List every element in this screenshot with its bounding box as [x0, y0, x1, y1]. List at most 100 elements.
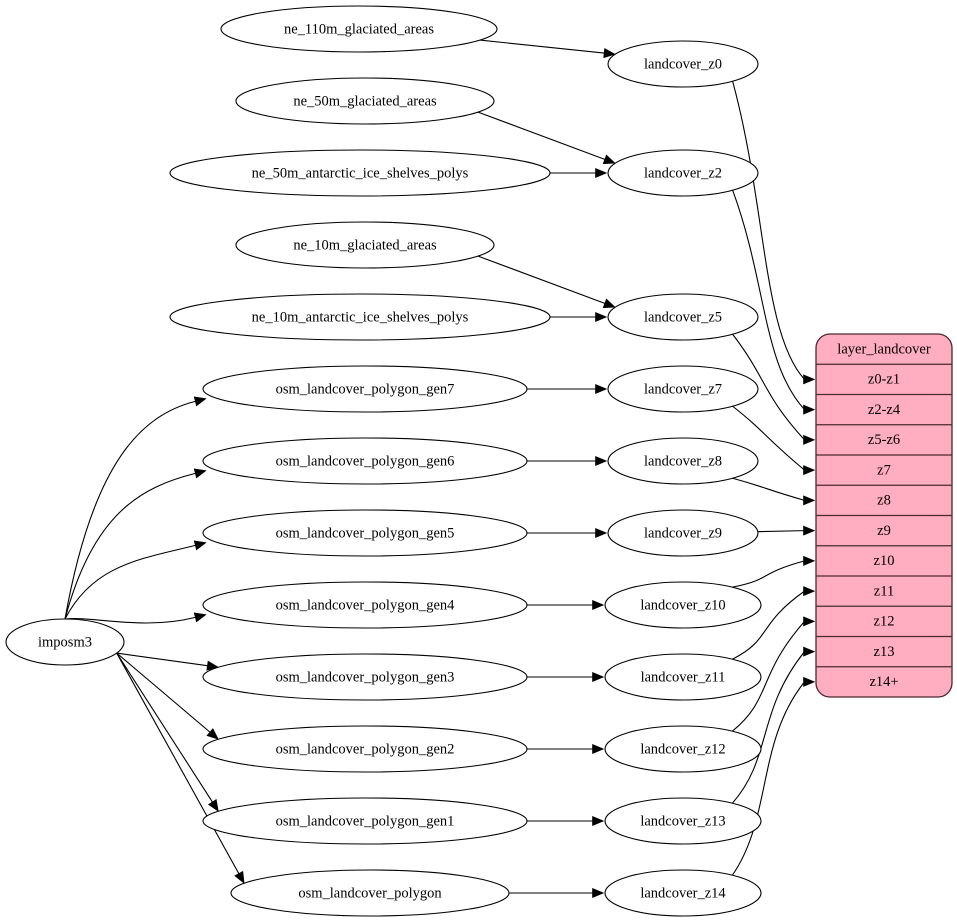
node-osm_landcover_polygon_gen2[interactable]: osm_landcover_polygon_gen2 — [202, 725, 528, 773]
edge-line — [64, 400, 196, 620]
node-landcover_z10[interactable]: landcover_z10 — [604, 581, 762, 629]
node-landcover_z14[interactable]: landcover_z14 — [604, 869, 762, 917]
node-ellipse-shape — [202, 725, 528, 773]
edge-arrowhead — [803, 616, 816, 627]
layer-table-row-z0-z1[interactable]: z0-z1 — [868, 372, 900, 388]
edge-line — [757, 530, 805, 533]
node-ellipse-shape — [604, 581, 762, 629]
node-ellipse-shape — [202, 653, 528, 701]
node-imposm3[interactable]: imposm3 — [5, 618, 125, 666]
layer-table-row-z5-z6[interactable]: z5-z6 — [868, 432, 900, 448]
node-ellipse-shape — [604, 725, 762, 773]
edge — [477, 111, 616, 165]
edge-line — [64, 616, 196, 624]
edge-line — [732, 477, 805, 501]
edge — [731, 646, 816, 804]
edge-arrowhead — [234, 870, 245, 884]
node-label-landcover_z13: landcover_z13 — [640, 813, 725, 829]
node-osm_landcover_polygon_gen3[interactable]: osm_landcover_polygon_gen3 — [202, 653, 528, 701]
edge-arrowhead — [603, 48, 616, 59]
node-ellipse-shape — [607, 365, 759, 413]
node-osm_landcover_polygon_gen6[interactable]: osm_landcover_polygon_gen6 — [202, 437, 528, 485]
nodes-layer: imposm3 ne_110m_glaciated_areas ne_50m_gla… — [5, 5, 762, 917]
node-label-landcover_z14: landcover_z14 — [640, 885, 726, 901]
edge — [509, 887, 605, 899]
node-ne_10m_glaciated_areas[interactable]: ne_10m_glaciated_areas — [235, 221, 495, 269]
node-label-imposm3: imposm3 — [38, 634, 92, 650]
edge-arrowhead — [803, 465, 816, 476]
edge-line — [732, 405, 805, 471]
edge — [116, 652, 219, 812]
edge-arrowhead — [592, 671, 605, 683]
node-ellipse-shape — [607, 149, 759, 197]
node-ellipse-shape — [235, 77, 495, 125]
node-ne_50m_glaciated_areas[interactable]: ne_50m_glaciated_areas — [235, 77, 495, 125]
node-osm_landcover_polygon_gen7[interactable]: osm_landcover_polygon_gen7 — [202, 365, 528, 413]
node-landcover_z7[interactable]: landcover_z7 — [607, 365, 759, 413]
edge-arrowhead — [595, 455, 608, 467]
node-ellipse-shape — [230, 869, 510, 917]
edge — [64, 540, 207, 620]
node-label-landcover_z10: landcover_z10 — [640, 597, 725, 613]
node-landcover_z5[interactable]: landcover_z5 — [607, 293, 759, 341]
node-landcover_z8[interactable]: landcover_z8 — [607, 437, 759, 485]
node-ellipse-shape — [169, 293, 551, 341]
edge — [527, 527, 608, 539]
edge-arrowhead — [592, 599, 605, 611]
edge — [477, 255, 616, 309]
edge-arrowhead — [595, 383, 608, 395]
node-ne_50m_antarctic_ice_shelves_polys[interactable]: ne_50m_antarctic_ice_shelves_polys — [169, 149, 551, 197]
edge — [479, 39, 616, 59]
node-landcover_z11[interactable]: landcover_z11 — [604, 653, 762, 701]
layer-table-row-z10[interactable]: z10 — [874, 553, 895, 569]
layer-table-row-z2-z4[interactable]: z2-z4 — [868, 402, 901, 418]
edge-arrowhead — [207, 799, 219, 812]
layer-table-row-z14+[interactable]: z14+ — [869, 674, 898, 690]
layer-table-row-z8[interactable]: z8 — [877, 493, 891, 509]
edge-line — [64, 544, 196, 620]
edge — [527, 671, 605, 683]
edges-layer — [64, 39, 816, 899]
node-label-ne_50m_glaciated_areas: ne_50m_glaciated_areas — [293, 93, 437, 109]
node-ne_110m_glaciated_areas[interactable]: ne_110m_glaciated_areas — [220, 5, 498, 53]
layer-table-row-z9[interactable]: z9 — [877, 523, 891, 539]
node-ellipse-shape — [169, 149, 551, 197]
node-label-landcover_z9: landcover_z9 — [644, 525, 722, 541]
edge-arrowhead — [193, 396, 207, 407]
node-osm_landcover_polygon_gen4[interactable]: osm_landcover_polygon_gen4 — [202, 581, 528, 629]
node-landcover_z12[interactable]: landcover_z12 — [604, 725, 762, 773]
edge-arrowhead — [803, 404, 816, 415]
node-landcover_z0[interactable]: landcover_z0 — [607, 40, 759, 88]
node-ellipse-shape — [604, 653, 762, 701]
node-landcover_z2[interactable]: landcover_z2 — [607, 149, 759, 197]
node-label-landcover_z12: landcover_z12 — [640, 741, 725, 757]
layer-landcover-table-node[interactable]: layer_landcoverz0-z1z2-z4z5-z6z7z8z9z10z… — [815, 333, 953, 698]
node-osm_landcover_polygon[interactable]: osm_landcover_polygon — [230, 869, 510, 917]
edge — [116, 652, 219, 740]
edge — [64, 468, 207, 620]
node-ellipse-shape — [202, 581, 528, 629]
edge-arrowhead — [803, 676, 816, 687]
edge-line — [477, 111, 605, 160]
edge-arrowhead — [592, 743, 605, 755]
edge-line — [732, 590, 805, 660]
edge — [527, 383, 608, 395]
node-osm_landcover_polygon_gen5[interactable]: osm_landcover_polygon_gen5 — [202, 509, 528, 557]
node-ne_10m_antarctic_ice_shelves_polys[interactable]: ne_10m_antarctic_ice_shelves_polys — [169, 293, 551, 341]
edge-arrowhead — [602, 298, 616, 309]
node-landcover_z13[interactable]: landcover_z13 — [604, 797, 762, 845]
layer-table-row-z12[interactable]: z12 — [874, 614, 895, 630]
edge-line — [731, 651, 805, 804]
node-label-landcover_z5: landcover_z5 — [644, 309, 722, 325]
layer-table-row-z11[interactable]: z11 — [874, 583, 894, 599]
layer-table-row-z13[interactable]: z13 — [874, 644, 895, 660]
layer-table-row-z7[interactable]: z7 — [877, 462, 891, 478]
edge — [732, 555, 816, 588]
edge-line — [732, 621, 805, 732]
node-landcover_z9[interactable]: landcover_z9 — [607, 509, 759, 557]
edge-arrowhead — [595, 167, 608, 179]
edge-line — [116, 652, 211, 733]
node-label-ne_110m_glaciated_areas: ne_110m_glaciated_areas — [284, 21, 434, 37]
node-osm_landcover_polygon_gen1[interactable]: osm_landcover_polygon_gen1 — [202, 797, 528, 845]
edge-arrowhead — [193, 612, 207, 623]
